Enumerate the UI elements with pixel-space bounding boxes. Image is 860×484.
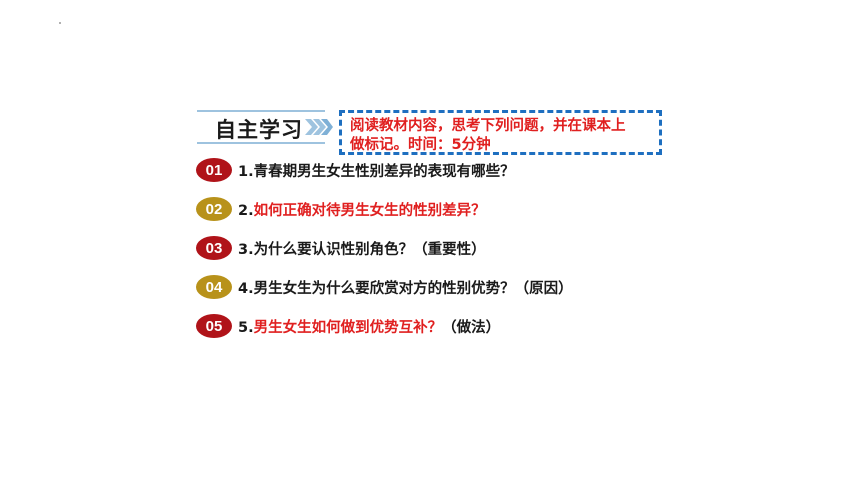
section-title: 自主学习 (197, 110, 333, 144)
decorative-dot (59, 22, 61, 24)
question-text: 2.如何正确对待男生女生的性别差异？ (238, 202, 486, 219)
number-badge: 03 (196, 236, 232, 260)
double-chevron-icon (305, 119, 333, 135)
question-text: 3.为什么要认识性别角色？（重要性） (238, 241, 486, 258)
question-item: 01 1.青春期男生女生性别差异的表现有哪些？ (196, 157, 515, 183)
question-text: 1.青春期男生女生性别差异的表现有哪些？ (238, 163, 515, 180)
title-bottom-rule (197, 142, 325, 144)
question-text: 5.男生女生如何做到优势互补？（做法） (238, 319, 501, 336)
instruction-box: 阅读教材内容，思考下列问题，并在课本上 做标记。时间：5分钟 (339, 110, 662, 155)
question-item: 04 4.男生女生为什么要欣赏对方的性别优势？（原因） (196, 274, 573, 300)
number-badge: 01 (196, 158, 232, 182)
number-badge: 04 (196, 275, 232, 299)
number-badge: 05 (196, 314, 232, 338)
instruction-line-1: 阅读教材内容，思考下列问题，并在课本上 (350, 118, 626, 134)
instruction-line-2: 做标记。时间：5分钟 (350, 137, 491, 153)
question-item: 02 2.如何正确对待男生女生的性别差异？ (196, 196, 486, 222)
section-title-text: 自主学习 (215, 118, 303, 142)
question-item: 03 3.为什么要认识性别角色？（重要性） (196, 235, 486, 261)
title-top-rule (197, 110, 325, 112)
question-text: 4.男生女生为什么要欣赏对方的性别优势？（原因） (238, 280, 573, 297)
number-badge: 02 (196, 197, 232, 221)
question-item: 05 5.男生女生如何做到优势互补？（做法） (196, 313, 500, 339)
